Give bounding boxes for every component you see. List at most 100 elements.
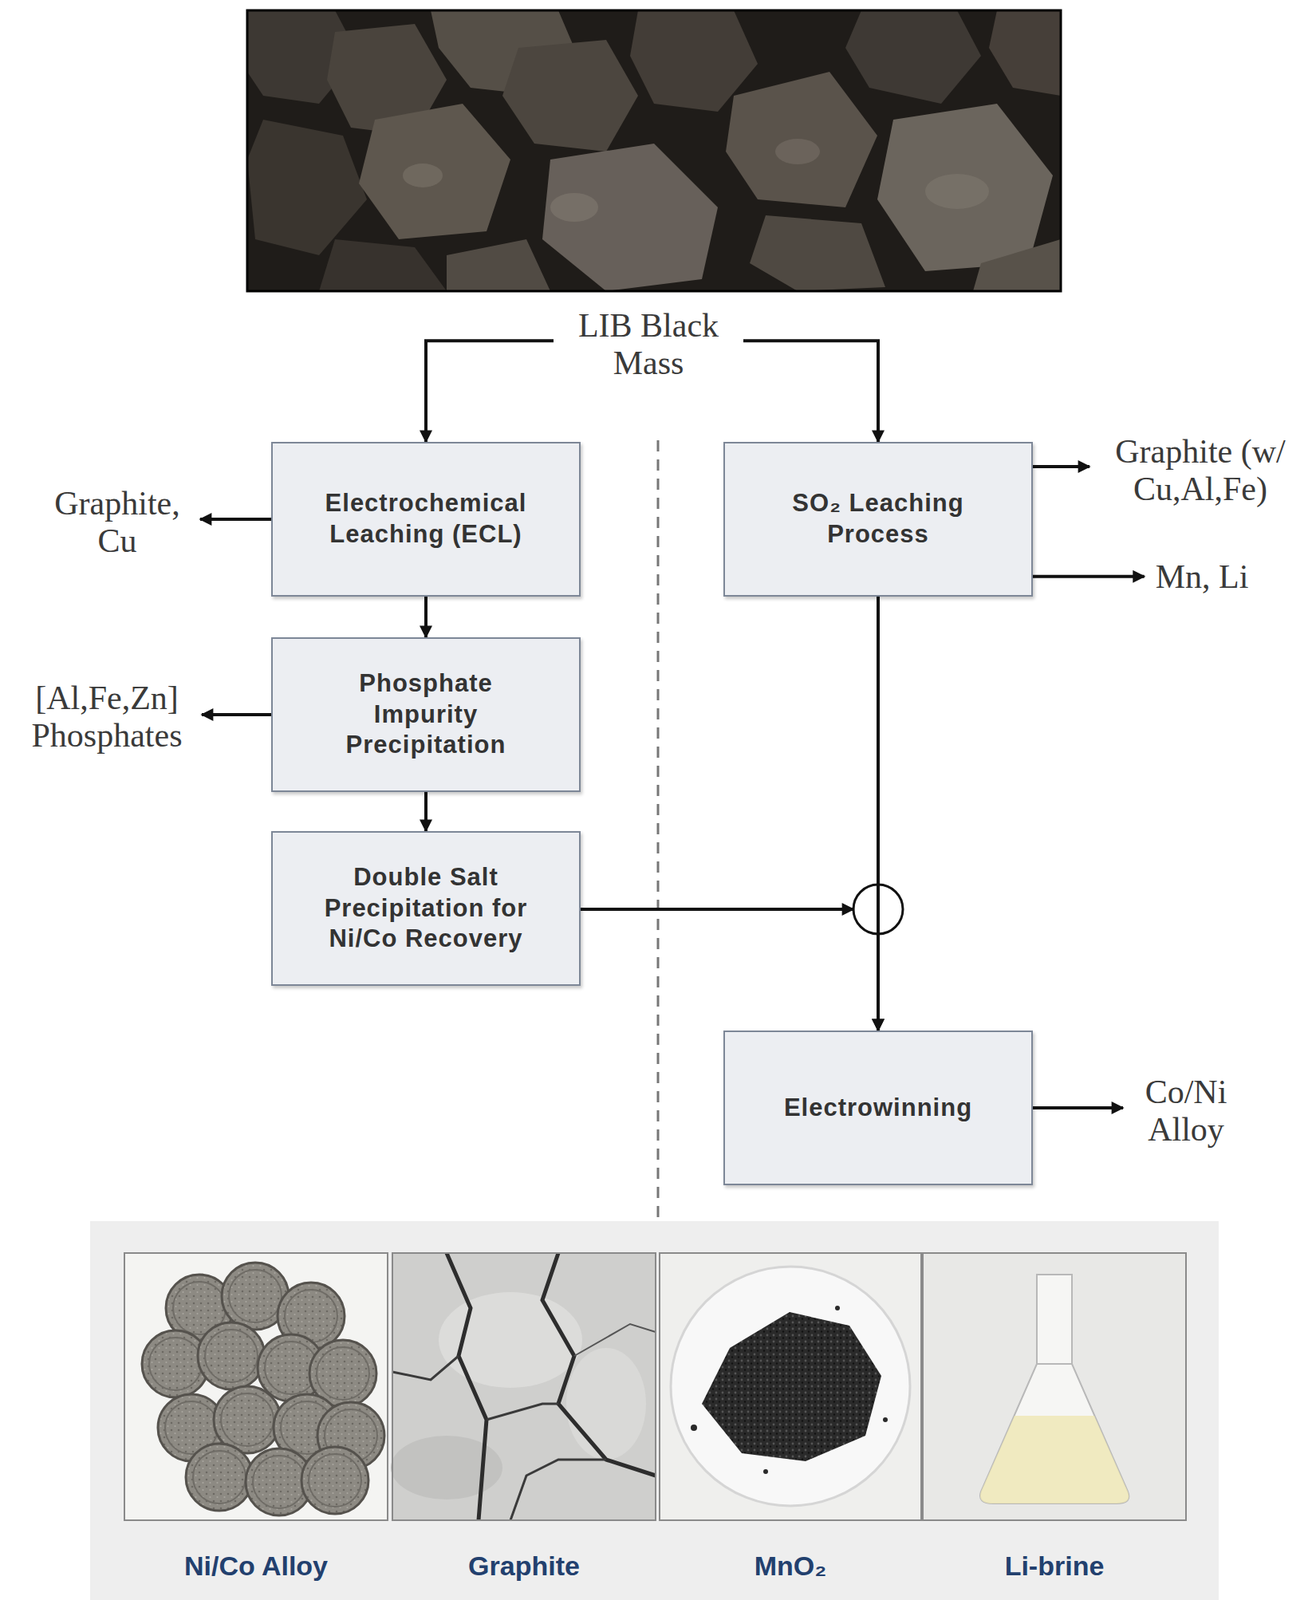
alloy-photo xyxy=(124,1252,388,1521)
li-brine-photo-part xyxy=(980,1415,1129,1504)
mno2-photo-part xyxy=(835,1305,840,1311)
graphite-photo-part xyxy=(566,1347,647,1460)
flow-arrow xyxy=(1032,1107,1123,1109)
flow-arrow xyxy=(425,340,554,442)
mno2-photo-part xyxy=(659,1252,922,1521)
process-box: Electrowinning xyxy=(723,1030,1033,1186)
alloy-photo-part xyxy=(197,1322,265,1390)
li-brine-photo-part xyxy=(922,1252,1186,1521)
black-mass-photo-part xyxy=(725,71,878,208)
black-mass-photo-part xyxy=(925,173,989,209)
graphite-photo-part xyxy=(446,1252,487,1521)
flow-arrow-line xyxy=(1032,1106,1123,1110)
flow-arrow-line xyxy=(201,713,272,717)
black-mass-photo-part xyxy=(542,143,718,292)
li-brine-photo-part xyxy=(922,1252,1186,1521)
product-caption: Graphite xyxy=(468,1550,580,1582)
process-box: Phosphate Impurity Precipitation xyxy=(271,637,581,792)
alloy-photo-part xyxy=(124,1252,388,1521)
alloy-photo-part xyxy=(124,1252,388,1521)
box-text: Phosphate Impurity Precipitation xyxy=(310,668,542,761)
black-mass-photo-part xyxy=(502,39,639,152)
graphite-photo-part xyxy=(392,1252,656,1521)
flow-label-text: Graphite, Cu xyxy=(45,484,190,560)
flow-arrow xyxy=(580,909,879,1031)
black-mass-photo-part xyxy=(319,239,447,292)
black-mass-photo-part xyxy=(247,10,1061,292)
black-mass-photo-part xyxy=(402,163,443,188)
black-mass-photo-part xyxy=(247,119,367,256)
black-mass-photo-part xyxy=(877,103,1053,272)
li-brine-photo xyxy=(922,1252,1186,1521)
mno2-photo-part xyxy=(882,1417,888,1423)
black-mass-photo-part xyxy=(775,138,820,165)
mno2-photo-part xyxy=(763,1469,769,1474)
flow-arrow xyxy=(1032,466,1090,468)
flow-arrow xyxy=(201,714,272,716)
black-mass-photo-part xyxy=(358,103,511,240)
flow-arrow xyxy=(878,596,879,1031)
flow-label: Co/Ni Alloy xyxy=(1134,1073,1238,1149)
process-box: Double Salt Precipitation for Ni/Co Reco… xyxy=(271,831,581,986)
flow-arrow-line xyxy=(876,596,880,1031)
graphite-photo-part xyxy=(486,1403,559,1420)
divider-line xyxy=(657,440,660,1221)
flow-label-text: Mn, Li xyxy=(1155,558,1250,596)
product-caption: Ni/Co Alloy xyxy=(184,1550,328,1582)
mno2-photo-part xyxy=(670,1266,911,1506)
box-text: Electrochemical Leaching (ECL) xyxy=(310,488,542,551)
graphite-photo xyxy=(390,1252,656,1521)
box-text: Double Salt Precipitation for Ni/Co Reco… xyxy=(310,862,542,955)
flow-arrow xyxy=(743,340,879,442)
flow-label: Mn, Li xyxy=(1155,558,1250,596)
flow-arrow xyxy=(200,519,272,521)
graphite-photo-part xyxy=(392,1355,459,1380)
flow-label-text: LIB Black Mass xyxy=(564,307,733,383)
graphite-photo-part xyxy=(574,1323,656,1356)
black-mass-photo-part xyxy=(550,193,599,222)
flow-arrow-line xyxy=(424,791,428,832)
mno2-photo xyxy=(659,1252,922,1521)
flow-arrow-line xyxy=(743,340,879,442)
flow-arrow-line xyxy=(1032,575,1145,579)
flow-arrow-line xyxy=(1032,464,1090,469)
flow-label: Graphite, Cu xyxy=(45,484,190,560)
black-mass-photo xyxy=(247,10,1061,292)
box-text: Electrowinning xyxy=(762,1092,994,1124)
flow-arrow-line xyxy=(424,596,428,638)
product-caption: Li-brine xyxy=(1004,1550,1105,1582)
mno2-photo-part xyxy=(690,1424,698,1431)
products-panel xyxy=(90,1221,1219,1600)
graphite-photo-part xyxy=(438,1292,583,1388)
li-brine-photo-part xyxy=(1036,1274,1072,1364)
alloy-photo-part xyxy=(185,1443,253,1511)
flow-label: Graphite (w/ Cu,Al,Fe) xyxy=(1100,433,1301,509)
flow-arrow-line xyxy=(580,907,854,911)
black-mass-photo-part xyxy=(749,215,886,292)
box-text: SO₂ Leaching Process xyxy=(762,488,994,551)
flow-arrow xyxy=(425,791,427,832)
flow-label: [Al,Fe,Zn] Phosphates xyxy=(23,679,191,755)
graphite-photo-part xyxy=(542,1252,656,1476)
black-mass-photo-part xyxy=(845,10,982,104)
flow-arrow-line xyxy=(425,340,554,442)
flow-arrow xyxy=(1032,575,1145,577)
black-mass-photo-part xyxy=(973,239,1061,292)
alloy-photo-part xyxy=(301,1446,369,1514)
flow-arrow-line xyxy=(200,517,272,521)
flow-label-text: Graphite (w/ Cu,Al,Fe) xyxy=(1100,433,1301,509)
mno2-photo-part xyxy=(701,1312,882,1462)
product-caption: MnO₂ xyxy=(754,1550,828,1582)
mno2-photo-part xyxy=(659,1252,922,1521)
flow-arrow xyxy=(425,596,427,638)
process-box: SO₂ Leaching Process xyxy=(723,441,1033,597)
graphite-photo-part xyxy=(510,1459,607,1521)
flow-label-text: Co/Ni Alloy xyxy=(1134,1073,1238,1149)
flow-label: LIB Black Mass xyxy=(564,307,733,383)
li-brine-photo-part xyxy=(980,1363,1129,1504)
products-panel-part xyxy=(90,1221,1219,1600)
